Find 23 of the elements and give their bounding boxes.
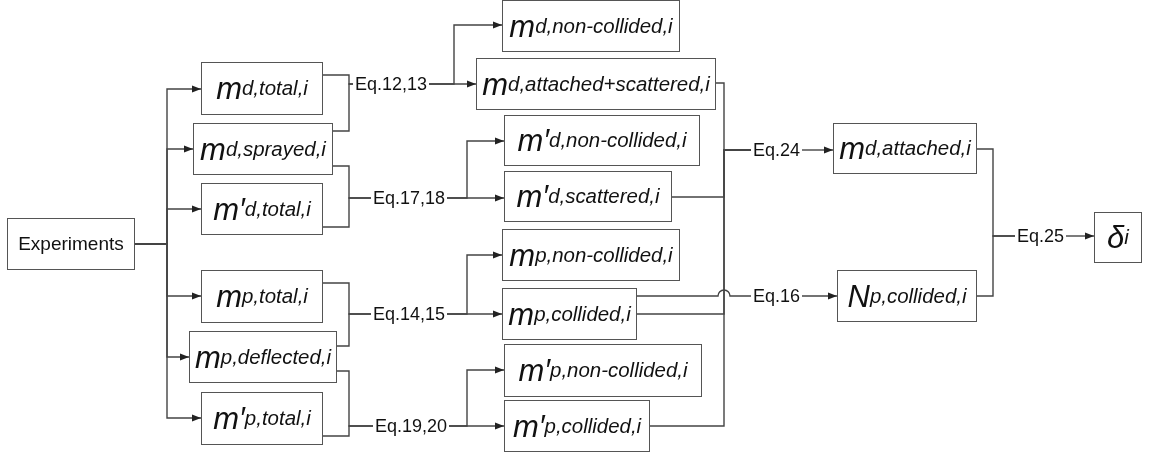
arrow: [801, 292, 838, 300]
equation-label: Eq.19,20: [374, 414, 449, 438]
connector-line: [322, 425, 374, 437]
arrow: [428, 80, 477, 88]
equation-label: Eq.25: [1016, 224, 1066, 248]
arrow: [134, 243, 202, 422]
connector-line: [332, 83, 354, 132]
connector-line: [636, 289, 752, 297]
arrow: [1065, 232, 1095, 240]
equation-label: Eq.12,13: [354, 72, 429, 96]
arrow: [448, 422, 505, 430]
arrow: [446, 194, 505, 202]
arrow: [446, 310, 503, 318]
equation-label: Eq.24: [752, 138, 802, 162]
equation-label: Eq.17,18: [372, 186, 447, 210]
arrow: [801, 146, 834, 154]
connector-line: [649, 149, 752, 427]
connector-line: [336, 313, 372, 347]
connector-line: [976, 235, 1016, 297]
connector-line: [322, 197, 372, 228]
process-box: Experiments: [7, 218, 135, 270]
equation-label: Eq.16: [752, 284, 802, 308]
equation-label: Eq.14,15: [372, 302, 447, 326]
